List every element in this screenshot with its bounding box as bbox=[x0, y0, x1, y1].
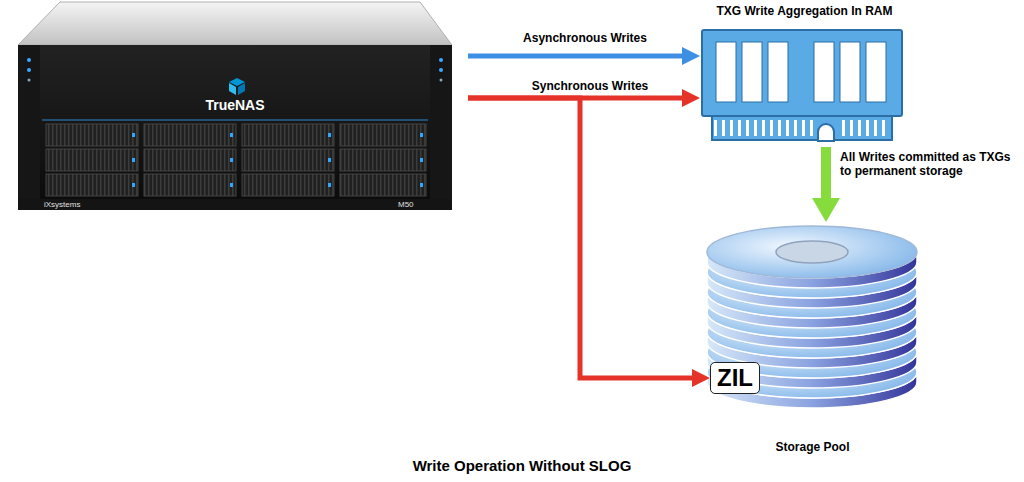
zil-box: ZIL bbox=[710, 362, 760, 394]
diagram-caption: Write Operation Without SLOG bbox=[312, 457, 732, 474]
flow-arrow bbox=[468, 54, 682, 59]
server-front bbox=[18, 45, 452, 210]
ram-icon bbox=[702, 30, 902, 141]
flow-arrow bbox=[468, 98, 692, 378]
status-led bbox=[440, 79, 443, 82]
drive-bays bbox=[46, 124, 426, 196]
node-label: ZIL bbox=[717, 364, 753, 392]
ram-module: TXG Write Aggregation In RAM bbox=[700, 4, 909, 145]
status-led bbox=[439, 58, 443, 62]
flow-arrow bbox=[821, 147, 831, 198]
server-chassis: TrueNAS bbox=[18, 45, 452, 210]
edge-label: Synchronous Writes bbox=[505, 79, 675, 93]
product-name: TrueNAS bbox=[18, 97, 452, 113]
disk-stack bbox=[707, 226, 917, 408]
status-led bbox=[27, 58, 31, 62]
drive-leds bbox=[132, 133, 423, 187]
chassis-marking: M50 bbox=[398, 200, 414, 209]
node-heading: Storage Pool bbox=[775, 440, 849, 454]
server-lid bbox=[18, 2, 452, 45]
status-led bbox=[27, 68, 31, 72]
node-heading: TXG Write Aggregation In RAM bbox=[700, 4, 909, 18]
storage-pool: Storage Pool ZIL bbox=[700, 222, 925, 454]
logo-mark bbox=[229, 83, 236, 95]
chassis-marking: iXsystems bbox=[44, 200, 80, 209]
edge-label: All Writes committed as TXGs to permanen… bbox=[840, 150, 1018, 178]
status-led bbox=[28, 79, 31, 82]
server-base bbox=[18, 199, 452, 210]
server-illustration bbox=[18, 2, 452, 210]
status-led bbox=[439, 68, 443, 72]
server-ear bbox=[430, 45, 452, 210]
logo-mark bbox=[238, 83, 245, 95]
accent-line bbox=[42, 119, 428, 121]
server-ear bbox=[18, 45, 40, 210]
edge-label: Asynchronous Writes bbox=[500, 31, 670, 45]
